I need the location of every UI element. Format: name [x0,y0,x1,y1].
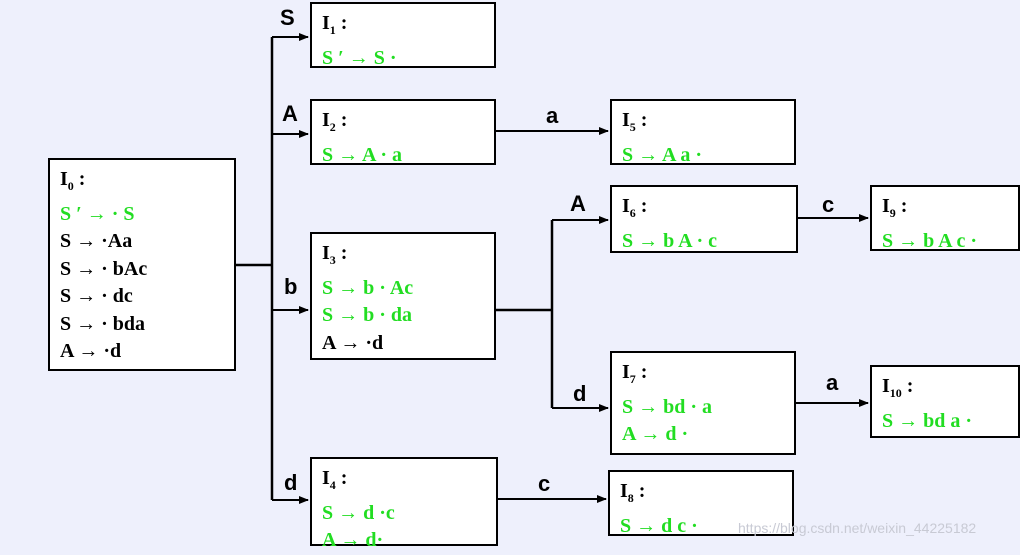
state-title-colon: : [335,242,348,264]
transition-label-i2-i5: a [546,103,559,128]
state-title-letter: I [322,242,330,264]
state-title-index: 3 [329,253,336,267]
state-title: I8 : [620,478,792,513]
lr-item: A → ·d [60,340,122,362]
lr-item: S → d ·c [322,501,395,524]
state-title: I2 : [322,107,494,142]
transition-label-i3-i6: A [570,191,586,216]
state-title-letter: I [622,361,630,383]
state-title-index: 6 [629,206,636,220]
transition-label-i0-i2: A [282,101,298,126]
state-title: I9 : [882,193,1018,228]
state-title-letter: I [622,109,630,131]
state-title-index: 0 [67,179,74,193]
state-title-index: 2 [329,120,336,134]
state-title-colon: : [335,109,348,131]
state-title-letter: I [322,467,330,489]
state-title: I4 : [322,465,496,500]
transition-label-i7-i10: a [826,370,839,395]
watermark-text: https://blog.csdn.net/weixin_44225182 [738,520,977,536]
lr-item: S → b A c · [882,229,978,252]
lr-item: A → d· [322,529,384,551]
state-title-letter: I [60,168,68,190]
state-box-i8: I8 :S → d c · [608,470,794,537]
lr-item: S → A · a [322,143,403,166]
lr-item: A → d · [622,423,689,445]
state-title: I0 : [60,166,234,201]
state-title-index: 9 [889,206,896,220]
lr-item: A → ·d [322,331,384,354]
state-title: I6 : [622,193,796,228]
state-title: I7 : [622,359,794,394]
state-title-index: 8 [627,491,634,505]
transition-label-i6-i9: c [822,192,835,217]
lr-item: S → bd · a [622,395,713,418]
lr-item: S → · dc [60,285,133,307]
lr-item: S → b · Ac [322,276,414,299]
state-title: I3 : [322,240,494,275]
lr-item: S → b · da [322,304,413,326]
state-title-colon: : [73,168,86,190]
state-box-i6: I6 :S → b A · c [610,185,798,253]
transition-label-i0-i4: d [284,470,298,495]
state-title: I10 : [882,373,1018,408]
lr-item: S ′ → S · [322,46,397,69]
transition-label-i0-i3: b [284,274,298,299]
transition-label-i0-i1: S [280,5,295,30]
state-box-i2: I2 :S → A · a [310,99,496,166]
state-title: I1 : [322,10,494,45]
state-box-i9: I9 :S → b A c · [870,185,1020,252]
state-title-index: 7 [629,372,636,386]
state-box-i10: I10 :S → bd a · [870,365,1020,438]
lr-item: S → ·Aa [60,230,133,252]
state-title-letter: I [882,375,890,397]
state-box-i1: I1 :S ′ → S · [310,2,496,69]
state-title-colon: : [635,195,648,217]
state-title-colon: : [895,195,908,217]
state-title-colon: : [633,480,646,502]
state-title-letter: I [620,480,628,502]
state-title-index: 5 [629,120,636,134]
state-title-colon: : [901,375,914,397]
lr-item: S → · bda [60,312,146,335]
state-title: I5 : [622,107,794,142]
lr-item: S → b A · c [622,229,718,252]
state-title-letter: I [322,12,330,34]
state-title-colon: : [635,109,648,131]
state-title-index: 4 [329,478,336,492]
state-box-i5: I5 :S → A a · [610,99,796,166]
lr-item: S → d c · [620,514,698,537]
state-title-colon: : [335,12,348,34]
lr-item: S → bd a · [882,409,973,432]
lr-item: S → · bAc [60,257,148,280]
state-title-colon: : [635,361,648,383]
state-title-index: 10 [889,386,902,400]
state-title-index: 1 [329,23,336,37]
state-title-letter: I [322,109,330,131]
transition-label-i3-i7: d [573,381,587,406]
state-title-letter: I [622,195,630,217]
state-title-colon: : [335,467,348,489]
state-title-letter: I [882,195,890,217]
lr-item: S ′ → · S [60,202,135,225]
transition-label-i4-i8: c [538,471,551,496]
lr-item: S → A a · [622,143,703,166]
